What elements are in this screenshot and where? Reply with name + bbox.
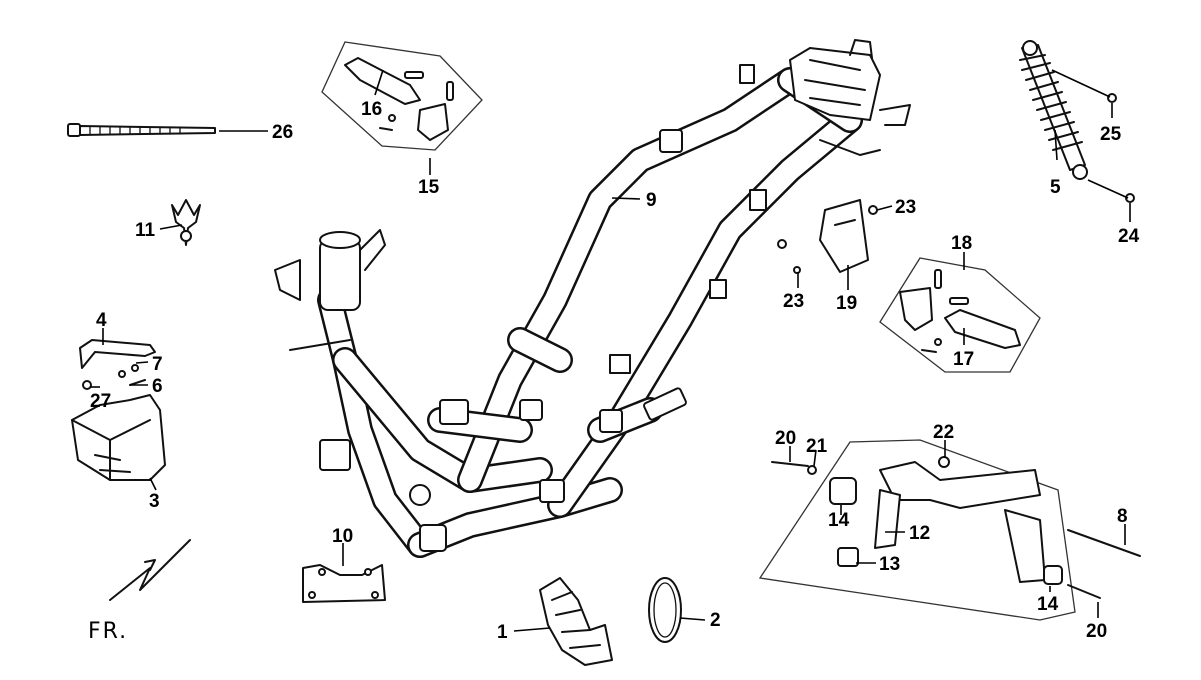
callout-22: 22 bbox=[933, 422, 954, 443]
callout-24: 24 bbox=[1118, 226, 1140, 247]
callout-19: 19 bbox=[836, 293, 857, 314]
hose-clamp bbox=[648, 577, 682, 643]
callout-17: 17 bbox=[953, 349, 974, 370]
callout-7: 7 bbox=[152, 354, 163, 375]
callout-20-upper: 20 bbox=[775, 428, 796, 449]
callout-14-right: 14 bbox=[1037, 594, 1059, 615]
callout-14-left: 14 bbox=[828, 510, 850, 531]
leader-lines bbox=[90, 69, 1131, 632]
shock-absorber bbox=[1019, 40, 1088, 180]
callout-15: 15 bbox=[418, 177, 440, 198]
callout-26: 26 bbox=[272, 122, 293, 143]
callout-9: 9 bbox=[646, 190, 657, 211]
callout-3: 3 bbox=[149, 491, 160, 512]
callout-1: 1 bbox=[497, 622, 508, 643]
callout-25: 25 bbox=[1100, 124, 1122, 145]
plate-10 bbox=[302, 564, 386, 603]
callout-13: 13 bbox=[879, 554, 900, 575]
callout-21: 21 bbox=[806, 436, 828, 457]
kit-15-group bbox=[321, 41, 483, 151]
callout-8: 8 bbox=[1117, 506, 1128, 527]
callout-12: 12 bbox=[909, 523, 930, 544]
main-frame bbox=[274, 39, 911, 558]
callout-labels: 26 11 16 15 9 23 19 23 18 17 5 25 24 4 7… bbox=[90, 99, 1140, 643]
front-direction-indicator: FR. bbox=[88, 539, 191, 644]
callout-6: 6 bbox=[152, 376, 163, 397]
callout-16: 16 bbox=[361, 99, 382, 120]
callout-23-lower: 23 bbox=[783, 291, 804, 312]
plate-19 bbox=[777, 199, 878, 274]
battery-tray bbox=[71, 339, 166, 481]
bolt-24 bbox=[1125, 193, 1135, 203]
direction-label: FR. bbox=[88, 619, 128, 644]
callout-10: 10 bbox=[332, 526, 353, 547]
callout-18: 18 bbox=[951, 233, 972, 254]
push-clip bbox=[171, 199, 201, 246]
kit-18-group bbox=[879, 257, 1041, 373]
callout-23-upper: 23 bbox=[895, 197, 916, 218]
main-stand-group bbox=[758, 439, 1141, 621]
callout-27: 27 bbox=[90, 391, 111, 412]
callout-20-lower: 20 bbox=[1086, 621, 1107, 642]
callout-5: 5 bbox=[1050, 177, 1061, 198]
callout-11: 11 bbox=[135, 220, 156, 241]
cable-tie bbox=[67, 123, 216, 137]
callout-4: 4 bbox=[96, 310, 107, 331]
intake-duct bbox=[539, 577, 613, 666]
bolt-25 bbox=[1107, 93, 1117, 103]
callout-2: 2 bbox=[710, 610, 721, 631]
